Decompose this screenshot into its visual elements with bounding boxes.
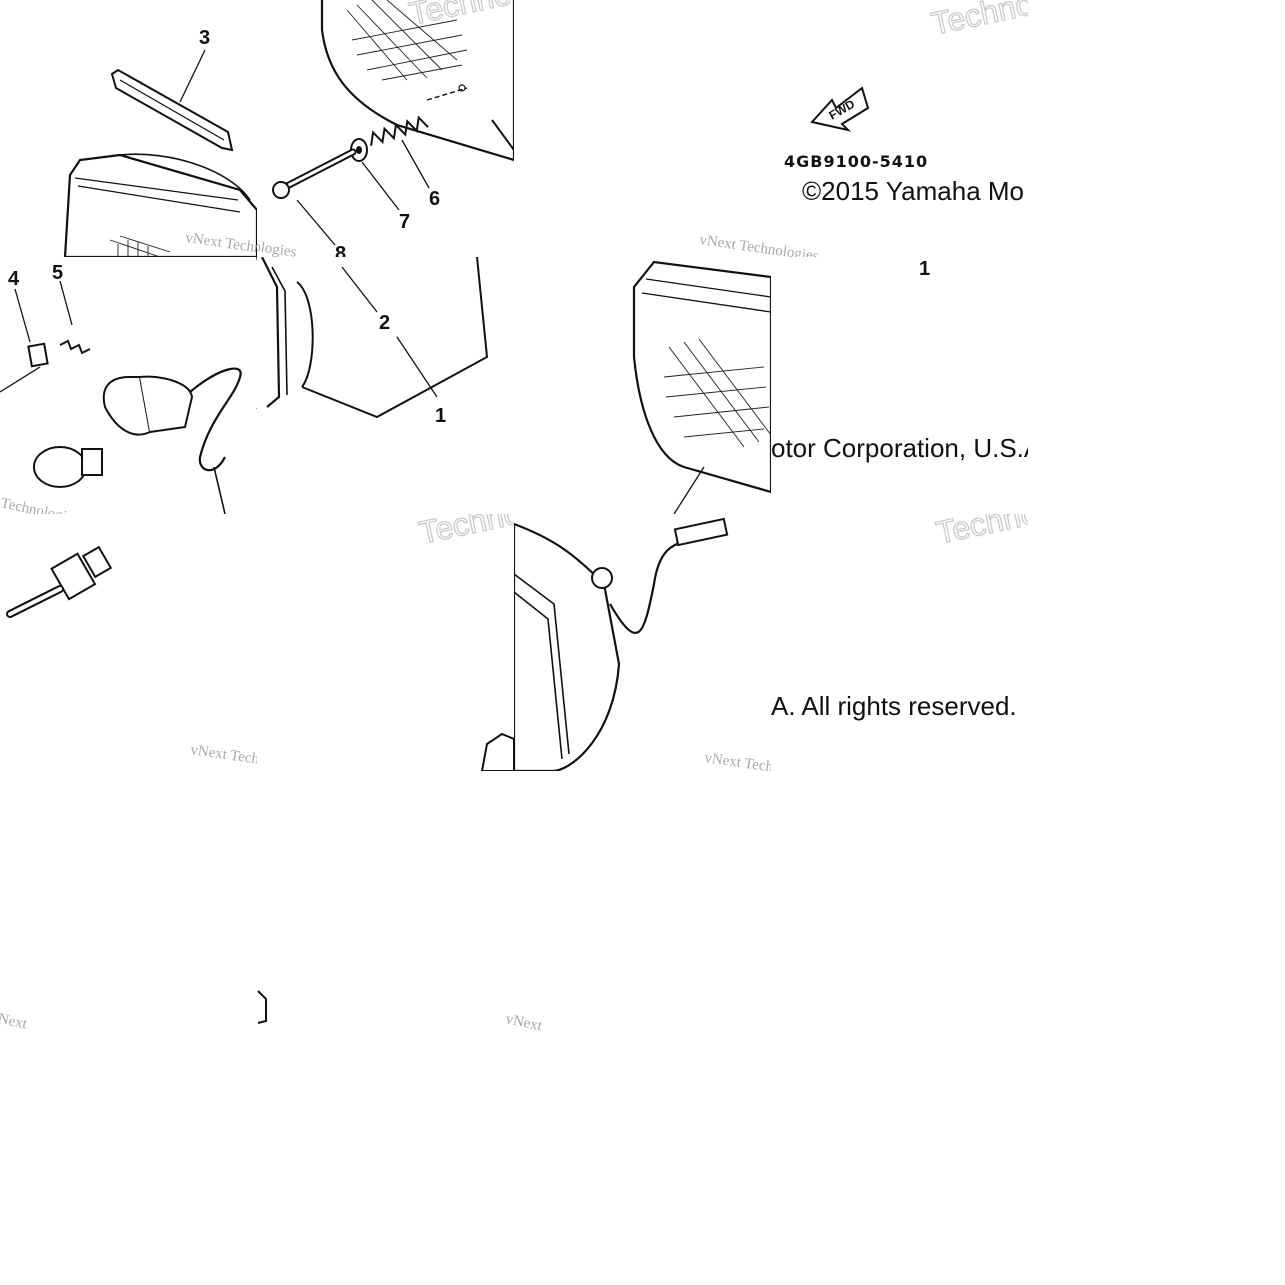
callout-1: 1 [435,405,446,427]
callout-3: 3 [199,27,210,49]
watermark-text: Techno [416,514,514,551]
copyright-line-2: otor Corporation, U.S.A [771,433,1028,463]
headlight-icon [63,153,257,257]
diagram-tile-lower-middle: Techno [257,514,514,771]
watermark-text: vNext Technologies [257,228,298,257]
watermark-text: vNext [504,1011,544,1034]
diagram-tile-lower-right-mid: vNext Technologies [514,514,771,771]
watermark-text: vNext Technologies [703,750,771,771]
callout-6: 6 [429,188,440,210]
diagram-tile-middle-right [514,257,771,514]
diagram-tile-right-middle: 1 otor Corporation, U.S.A [771,257,1028,514]
diagram-tile-middle-left: 4 5 Technologies [0,257,257,514]
connector-icon [6,545,113,618]
diagram-tile-top-left: 3 vNext Technologies [0,0,257,257]
watermark-text: vNext [0,1009,29,1032]
callout-2: 2 [379,312,390,334]
callout-8: 8 [335,243,346,257]
diagram-tile-lower-right: Techno A. All rights reserved. [771,514,1028,771]
diagram-tile-top-middle: 6 7 8 Techno vNext Technologies [257,0,514,257]
washer-icon [350,138,368,162]
watermark-text: Techno [933,514,1028,551]
spring-icon [370,115,429,146]
bulb-icon [33,446,103,488]
diagram-tile-top-right: Techno FWD vNext Technologies 4GB9100-54… [514,0,1028,257]
fwd-arrow-icon: FWD [810,86,870,132]
bolt-icon [272,148,357,199]
callout-4: 4 [8,268,20,290]
diagram-tile-lower-left: vNext Technologies [0,514,257,771]
diagram-tile-middle-middle: 2 1 Technologies [257,257,514,514]
lens-grid [346,0,468,81]
clip-part [27,342,49,368]
diagram-tile-bottom: vNext vNext [0,771,1285,1285]
watermark-text: vNext Technologies [698,232,819,257]
watermark-text: Technologies [0,495,81,514]
watermark-text: Techno [928,0,1028,42]
part-number: 4GB9100-5410 [784,152,929,171]
headlight-icon [514,522,621,771]
headlight-icon [632,260,771,494]
copyright-line-3: A. All rights reserved. [771,691,1017,721]
copyright-line-1: ©2015 Yamaha Mo [802,176,1025,206]
callout-1-right: 1 [919,258,930,280]
callout-7: 7 [399,211,410,233]
callout-5: 5 [52,262,63,284]
watermark-text: vNext Technologies [189,742,257,771]
